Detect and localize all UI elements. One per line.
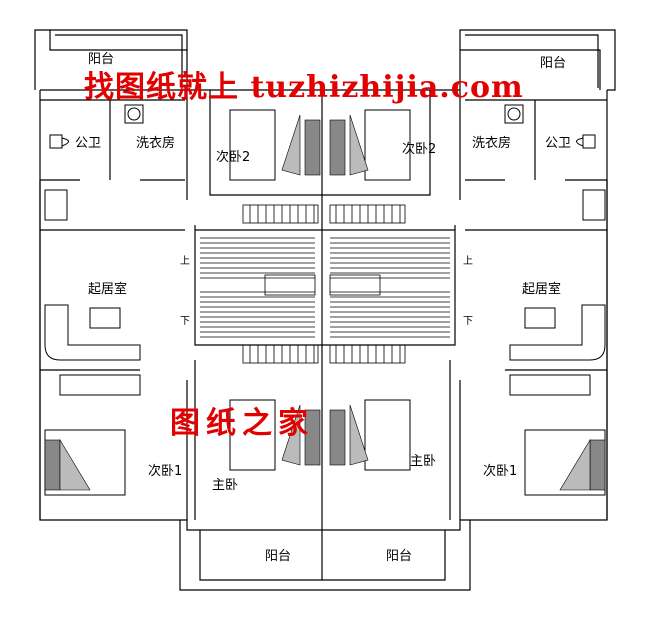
toilet-right-label: 公卫 <box>545 136 572 151</box>
laundry-left-label: 洗衣房 <box>136 136 176 151</box>
laundry-right-label: 洗衣房 <box>472 136 512 151</box>
master-right-label: 主卧 <box>410 454 437 469</box>
bedroom2-left-label: 次卧2 <box>216 150 251 165</box>
balcony-bottom-left-label: 阳台 <box>265 549 292 564</box>
balcony-bottom-right-label: 阳台 <box>386 549 413 564</box>
stair-down-right: 下 <box>463 316 473 327</box>
bedroom1-right-label: 次卧1 <box>483 464 518 479</box>
bedroom2-right-label: 次卧2 <box>402 142 437 157</box>
stair-up-left: 上 <box>180 256 190 267</box>
living-left-label: 起居室 <box>88 282 128 297</box>
living-right-label: 起居室 <box>522 282 562 297</box>
stair-down-left: 下 <box>180 316 190 327</box>
bedroom1-left-label: 次卧1 <box>148 464 183 479</box>
balcony-top-left-label: 阳台 <box>88 52 115 67</box>
master-left-label: 主卧 <box>212 478 239 493</box>
balcony-top-right-label: 阳台 <box>540 56 567 71</box>
toilet-left-label: 公卫 <box>75 136 102 151</box>
watermark-mid: 图纸之家 <box>170 406 314 441</box>
watermark-top: 找图纸就上 tuzhizhijia.com <box>84 70 524 105</box>
stair-up-right: 上 <box>463 256 473 267</box>
